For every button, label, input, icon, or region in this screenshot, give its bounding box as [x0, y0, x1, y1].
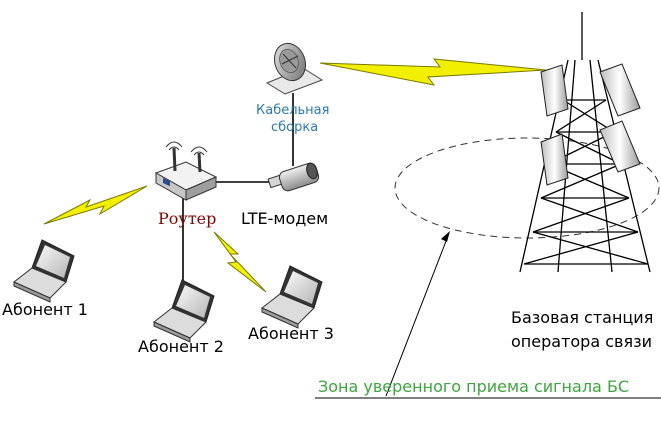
- lightning-router-to-subscriber1: [43, 185, 148, 225]
- cable-assembly-label-line1: Кабельная: [256, 103, 330, 118]
- antenna-panel-4: [599, 120, 641, 173]
- router-label: Роутер: [158, 209, 217, 228]
- antenna-panel-1: [540, 64, 569, 117]
- usb-modem-icon: [267, 162, 320, 192]
- modem-label: LTE-модем: [241, 209, 329, 228]
- base-station-label-line2: оператора связи: [511, 332, 652, 351]
- laptop-subscriber1: [13, 239, 75, 303]
- base-station-label-line1: Базовая станция: [511, 308, 654, 327]
- zone-pointer-arrowhead: [441, 231, 450, 242]
- coverage-zone-label: Зона уверенного приема сигнала БС: [318, 377, 630, 396]
- subscriber2-label: Абонент 2: [138, 337, 224, 356]
- antenna-panel-2: [599, 63, 641, 117]
- laptop-subscriber2: [153, 279, 215, 343]
- tower-antenna-panels: [540, 63, 641, 186]
- satellite-dish-icon: [265, 42, 324, 95]
- antenna-panel-3: [540, 133, 569, 186]
- subscriber1-label: Абонент 1: [2, 300, 88, 319]
- coverage-zone-ellipse: [394, 137, 660, 239]
- cable-assembly-label-line2: сборка: [271, 120, 319, 135]
- zone-pointer-line: [385, 235, 449, 397]
- lightning-antenna-to-tower: [319, 58, 547, 86]
- laptop-subscriber3: [261, 265, 323, 329]
- router-icon: [154, 141, 218, 201]
- subscriber3-label: Абонент 3: [248, 324, 334, 343]
- lightning-router-to-subscriber3: [213, 231, 267, 293]
